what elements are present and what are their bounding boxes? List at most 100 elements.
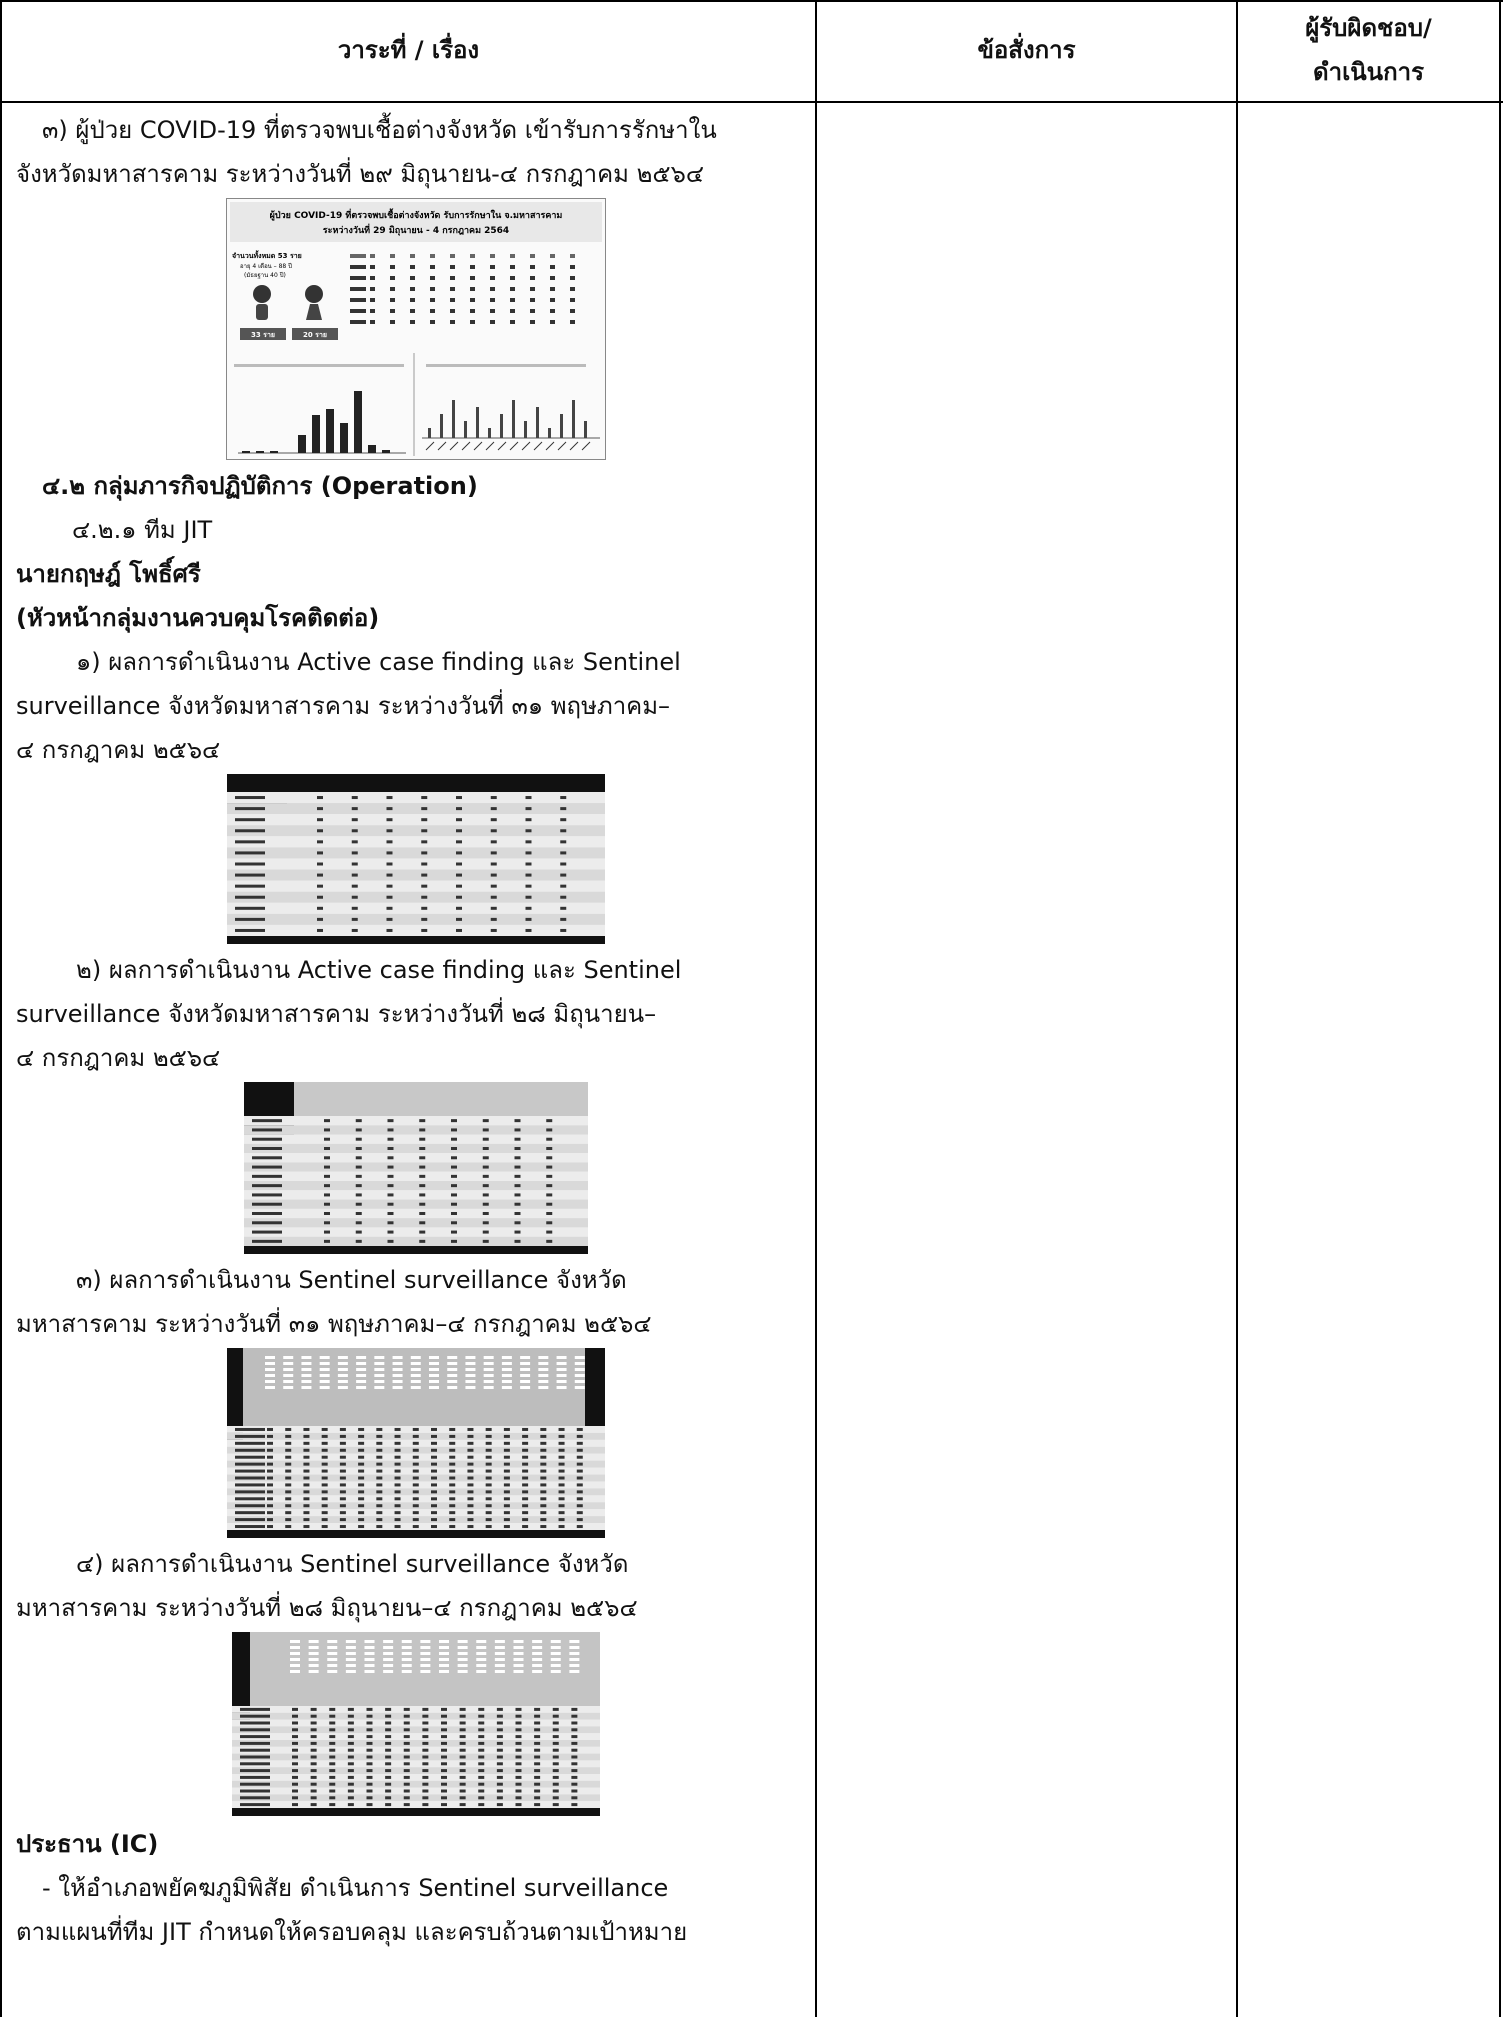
table-cell [339, 1434, 346, 1438]
table-cell [441, 1748, 447, 1752]
header-text [410, 1356, 421, 1359]
header-text [457, 1640, 468, 1643]
table-cell [351, 840, 358, 844]
table-cell [525, 917, 532, 921]
table-cell [355, 1128, 362, 1132]
header-text [301, 1380, 312, 1383]
table-cell [412, 1448, 419, 1452]
tick-label [557, 441, 567, 451]
table-cell [534, 1796, 541, 1800]
table-cell [459, 1721, 466, 1725]
table-cell [451, 1174, 457, 1178]
table-cell [451, 1128, 457, 1132]
header-text [476, 1664, 487, 1667]
table-cell [441, 1707, 447, 1711]
table-cell [451, 1221, 457, 1225]
table-cell [422, 1707, 429, 1711]
table-cell [387, 1128, 394, 1132]
table-cell [552, 1735, 559, 1739]
table-cell [366, 1755, 373, 1759]
table-cell [324, 1119, 330, 1123]
header-text [420, 1646, 431, 1649]
table-cell [376, 1427, 383, 1431]
header-text [465, 1362, 476, 1365]
table-cell [515, 1803, 522, 1807]
table-cell [387, 1165, 394, 1169]
table-cell [419, 1184, 426, 1188]
table-cell [490, 829, 497, 833]
header-text [364, 1652, 375, 1655]
table-cell [324, 1230, 330, 1234]
table-cell [386, 906, 393, 910]
header-text [337, 1362, 348, 1365]
table-cell [285, 1455, 292, 1459]
table-cell [430, 298, 435, 302]
tick-label [425, 441, 435, 451]
tick-label [509, 441, 519, 451]
table-cell [467, 1434, 474, 1438]
table-cell [412, 1497, 419, 1501]
bar [298, 435, 306, 453]
table-cell [366, 1735, 373, 1739]
table-cell [394, 1518, 401, 1522]
table-cell [358, 1434, 365, 1438]
tick-label [581, 441, 591, 451]
table-cell [478, 1721, 485, 1725]
table-cell [485, 1490, 492, 1494]
table-cell [351, 895, 358, 899]
header-text [501, 1380, 512, 1383]
bar [560, 414, 563, 438]
table-cell [485, 1525, 492, 1529]
table-cell [317, 840, 323, 844]
table-cell [431, 1469, 437, 1473]
header-text [356, 1386, 367, 1389]
table-cell [525, 862, 532, 866]
table-cell [339, 1469, 346, 1473]
row-label [235, 851, 265, 855]
table-cell [540, 1490, 547, 1494]
table-cell [430, 309, 435, 313]
table-cell [456, 818, 462, 822]
table-cell [310, 1728, 317, 1732]
table-cell [456, 928, 462, 932]
table-cell [292, 1769, 298, 1773]
fig1-median: (มัธยฐาน 40 ปี) [244, 271, 286, 279]
table-cell [482, 1239, 489, 1243]
bar [256, 451, 264, 453]
header-text [283, 1356, 294, 1359]
header-text [392, 1380, 403, 1383]
table-cell [441, 1803, 447, 1807]
table-cell [430, 276, 435, 280]
header-text [494, 1646, 505, 1649]
table-cell [347, 1735, 354, 1739]
row-label [235, 906, 265, 910]
table-row [227, 814, 605, 826]
header-text [483, 1362, 494, 1365]
table-cell [292, 1714, 298, 1718]
table-cell [449, 1448, 456, 1452]
header-text [538, 1368, 549, 1371]
table-cell [310, 1748, 317, 1752]
op1-line2: surveillance จังหวัดมหาสารคาม ระหว่างวัน… [16, 692, 671, 720]
table-cell [390, 309, 395, 313]
table-cell [351, 873, 358, 877]
table-cell [394, 1490, 401, 1494]
table-cell [431, 1427, 437, 1431]
table-cell [467, 1504, 474, 1508]
row-label [252, 1119, 282, 1123]
table-cell [456, 829, 462, 833]
table-cell [310, 1789, 317, 1793]
row-label [235, 818, 265, 822]
table-cell [339, 1483, 346, 1487]
table-cell [522, 1448, 529, 1452]
header-text [429, 1356, 439, 1359]
table-cell [496, 1714, 503, 1718]
table-cell [339, 1476, 346, 1480]
table-cell [431, 1462, 437, 1466]
table-cell [490, 287, 495, 291]
table-cell [347, 1769, 354, 1773]
header-text [556, 1380, 567, 1383]
table-cell [478, 1782, 485, 1786]
header-text [283, 1380, 294, 1383]
table-footer [227, 1530, 605, 1538]
